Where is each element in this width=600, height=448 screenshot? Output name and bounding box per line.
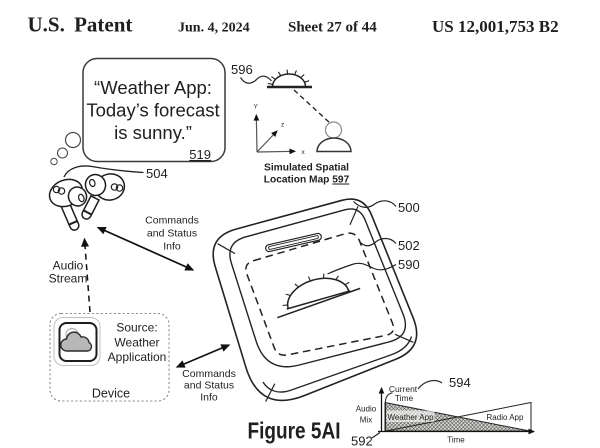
svg-text:Y: Y: [254, 104, 259, 111]
svg-text:Figure 5AI: Figure 5AI: [248, 418, 341, 444]
svg-text:and Status: and Status: [147, 228, 197, 240]
svg-text:592: 592: [351, 434, 373, 448]
svg-text:594: 594: [449, 375, 471, 390]
svg-text:Simulated Spatial: Simulated Spatial: [264, 163, 349, 174]
svg-text:Device: Device: [92, 387, 130, 401]
svg-text:Time: Time: [395, 393, 414, 403]
svg-text:Info: Info: [163, 241, 181, 253]
svg-text:U.S. Patent: U.S. Patent: [28, 13, 133, 37]
svg-text:Sheet 27 of 44: Sheet 27 of 44: [288, 20, 377, 36]
svg-text:x: x: [302, 149, 306, 156]
svg-text:500: 500: [398, 200, 420, 215]
svg-text:“Weather App:: “Weather App:: [94, 77, 212, 98]
svg-text:Location Map 597: Location Map 597: [264, 175, 350, 186]
svg-text:502: 502: [398, 238, 420, 253]
svg-text:504: 504: [146, 166, 168, 181]
svg-text:Application: Application: [108, 350, 167, 364]
svg-text:Weather: Weather: [114, 336, 159, 350]
svg-text:Commands: Commands: [182, 368, 236, 380]
svg-text:Today’s forecast: Today’s forecast: [86, 100, 219, 121]
svg-text:Source:: Source:: [116, 321, 157, 335]
svg-text:Mix: Mix: [360, 416, 372, 425]
svg-text:is sunny.”: is sunny.”: [114, 122, 192, 143]
svg-text:Radio App: Radio App: [487, 413, 524, 422]
svg-text:Current: Current: [389, 384, 418, 394]
svg-text:596: 596: [231, 62, 253, 77]
svg-text:Time: Time: [447, 436, 465, 445]
svg-text:Jun. 4, 2024: Jun. 4, 2024: [178, 21, 250, 36]
svg-text:and Status: and Status: [184, 380, 234, 392]
svg-text:US 12,001,753 B2: US 12,001,753 B2: [432, 17, 559, 36]
svg-text:Stream: Stream: [49, 272, 88, 286]
svg-text:Audio: Audio: [53, 259, 84, 273]
svg-text:Audio: Audio: [356, 405, 377, 414]
svg-text:Weather App: Weather App: [387, 413, 434, 422]
svg-text:z: z: [281, 122, 284, 129]
svg-text:590: 590: [398, 257, 420, 272]
svg-text:519: 519: [189, 147, 211, 162]
svg-text:Commands: Commands: [145, 215, 199, 227]
svg-text:Info: Info: [200, 392, 218, 404]
